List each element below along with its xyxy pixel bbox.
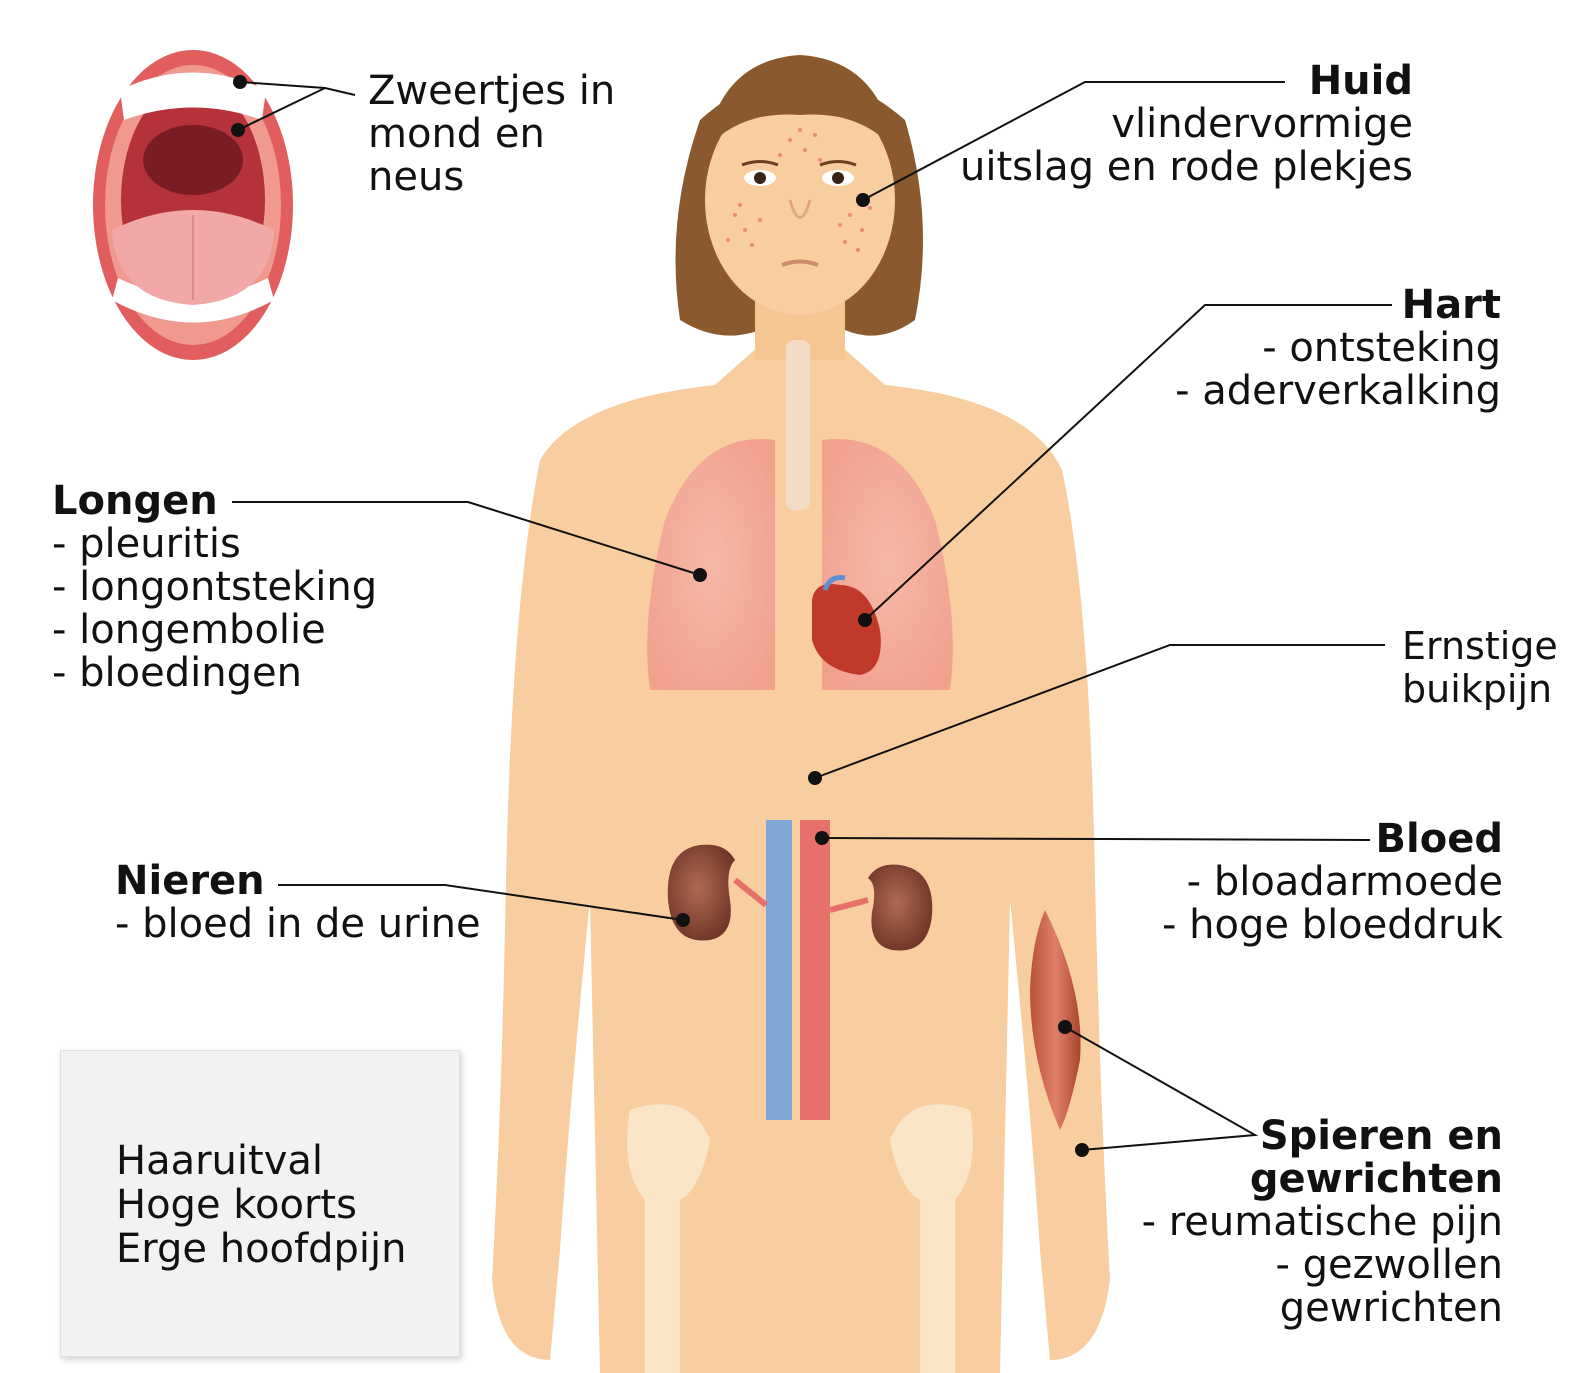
blood-line-2: - hoge bloeddruk bbox=[1162, 904, 1503, 947]
heart-label: Hart - ontsteking - aderverkalking bbox=[1175, 284, 1501, 413]
blood-title: Bloed bbox=[1162, 818, 1503, 861]
mouth-illustration bbox=[93, 50, 293, 360]
abdomen-line-2: buikpijn bbox=[1402, 668, 1558, 711]
muscles-label: Spieren en gewrichten - reumatische pijn… bbox=[1142, 1115, 1503, 1330]
abdomen-line-1: Ernstige bbox=[1402, 625, 1558, 668]
muscles-line-2: - gezwollen bbox=[1142, 1244, 1503, 1287]
skin-label: Huid vlindervormige uitslag en rode plek… bbox=[960, 60, 1413, 189]
muscles-line-3: gewrichten bbox=[1142, 1287, 1503, 1330]
human-body bbox=[492, 55, 1110, 1373]
muscles-line-1: - reumatische pijn bbox=[1142, 1201, 1503, 1244]
kidneys-label: Nieren - bloed in de urine bbox=[115, 860, 481, 946]
kidneys-title: Nieren bbox=[115, 860, 481, 903]
general-symptoms-box: Haaruitval Hoge koorts Erge hoofdpijn bbox=[60, 1050, 460, 1357]
heart-line-1: - ontsteking bbox=[1175, 327, 1501, 370]
lungs-title: Longen bbox=[52, 480, 377, 523]
skin-title: Huid bbox=[960, 60, 1413, 103]
muscles-title-2: gewrichten bbox=[1142, 1158, 1503, 1201]
lungs-line-3: - longembolie bbox=[52, 609, 377, 652]
general-symptoms-list: Haaruitval Hoge koorts Erge hoofdpijn bbox=[116, 1139, 406, 1271]
lungs-line-4: - bloedingen bbox=[52, 652, 377, 695]
general-symptom-3: Erge hoofdpijn bbox=[116, 1227, 406, 1271]
skin-line-1: vlindervormige bbox=[960, 103, 1413, 146]
heart-title: Hart bbox=[1175, 284, 1501, 327]
general-symptom-2: Hoge koorts bbox=[116, 1183, 406, 1227]
abdomen-label: Ernstige buikpijn bbox=[1402, 625, 1558, 711]
mouth-line-2: mond en bbox=[368, 113, 615, 156]
lungs-line-1: - pleuritis bbox=[52, 523, 377, 566]
mouth-label: Zweertjes in mond en neus bbox=[368, 70, 615, 199]
skin-line-2: uitslag en rode plekjes bbox=[960, 146, 1413, 189]
kidneys-line-1: - bloed in de urine bbox=[115, 903, 481, 946]
heart-line-2: - aderverkalking bbox=[1175, 370, 1501, 413]
blood-label: Bloed - bloadarmoede - hoge bloeddruk bbox=[1162, 818, 1503, 947]
lungs-line-2: - longontsteking bbox=[52, 566, 377, 609]
mouth-line-1: Zweertjes in bbox=[368, 70, 615, 113]
general-symptom-1: Haaruitval bbox=[116, 1139, 406, 1183]
lungs-label: Longen - pleuritis - longontsteking - lo… bbox=[52, 480, 377, 695]
blood-line-1: - bloadarmoede bbox=[1162, 861, 1503, 904]
mouth-line-3: neus bbox=[368, 156, 615, 199]
muscles-title-1: Spieren en bbox=[1142, 1115, 1503, 1158]
